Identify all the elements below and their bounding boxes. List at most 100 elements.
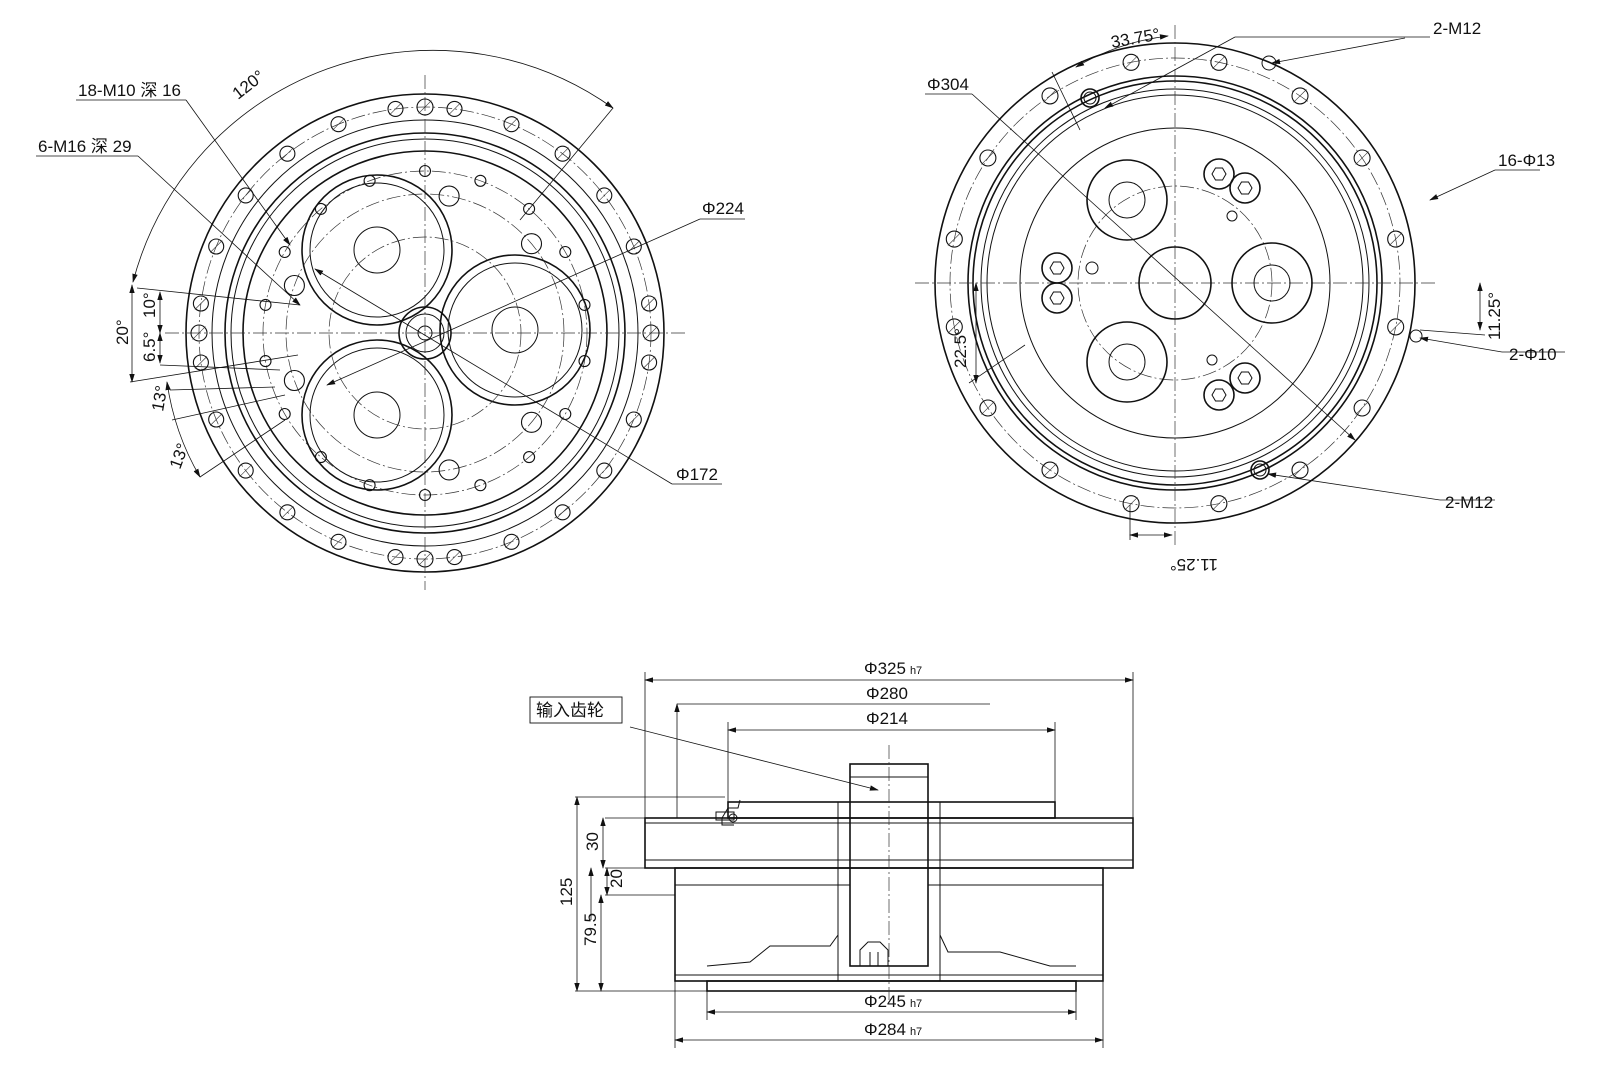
flange-bolt-hole bbox=[641, 354, 658, 371]
flange-bolt-hole bbox=[596, 462, 613, 479]
rear-socket-screws bbox=[1041, 158, 1261, 411]
flange-bolt-hole bbox=[279, 504, 296, 521]
label-d172: Φ172 bbox=[676, 465, 718, 484]
flange-bolt-hole bbox=[387, 100, 404, 117]
flange-through-hole bbox=[979, 149, 997, 167]
flange-through-hole bbox=[1387, 230, 1405, 248]
m10-tap-hole bbox=[278, 407, 291, 421]
m16-tap-hole bbox=[520, 411, 543, 433]
label-d304: Φ304 bbox=[927, 75, 969, 94]
flange-through-hole bbox=[1353, 149, 1371, 167]
flange-bolt-hole bbox=[446, 100, 463, 117]
flange-through-hole bbox=[945, 318, 963, 336]
flange-bolt-hole bbox=[192, 295, 209, 312]
flange-bolt-hole bbox=[641, 295, 658, 312]
rear-bores bbox=[1086, 159, 1313, 403]
flange-through-hole bbox=[979, 399, 997, 417]
label-angle-10: 10° bbox=[140, 292, 159, 318]
label-d214: Φ214 bbox=[866, 709, 908, 728]
rear-view: 2-M12 Φ304 16-Φ13 2-Φ10 2-M12 33.75° 22.… bbox=[915, 19, 1565, 574]
flange-through-hole bbox=[1353, 399, 1371, 417]
front-centerlines bbox=[165, 75, 685, 590]
flange-through-hole bbox=[945, 230, 963, 248]
front-labels: 18-M10 深 16 6-M16 深 29 Φ224 Φ172 120° 20… bbox=[38, 67, 744, 484]
label-height-30: 30 bbox=[583, 832, 602, 851]
flange-through-hole bbox=[1210, 495, 1228, 513]
label-2-m12-top: 2-M12 bbox=[1433, 19, 1481, 38]
flange-bolt-hole bbox=[625, 411, 642, 428]
flange-bolt-hole bbox=[208, 411, 225, 428]
label-angle-22-5: 22.5° bbox=[951, 328, 970, 368]
flange-bolt-hole bbox=[208, 238, 225, 255]
label-angle-13-b: 13° bbox=[166, 441, 193, 472]
flange-pin-hole bbox=[190, 324, 208, 342]
rear-centerlines bbox=[915, 25, 1435, 545]
input-gear-label-box bbox=[529, 696, 623, 724]
front-view: 18-M10 深 16 6-M16 深 29 Φ224 Φ172 120° 20… bbox=[36, 49, 745, 590]
m10-tap-hole bbox=[474, 479, 487, 492]
flange-through-hole bbox=[1291, 87, 1309, 105]
flange-bolt-hole bbox=[330, 116, 347, 133]
flange-bolt-hole bbox=[554, 504, 571, 521]
flange-bolt-hole bbox=[237, 462, 254, 479]
label-height-20: 20 bbox=[607, 869, 626, 888]
flange-through-hole bbox=[1387, 318, 1405, 336]
m10-tap-hole bbox=[259, 298, 272, 311]
label-angle-20: 20° bbox=[113, 319, 132, 345]
flange-through-hole bbox=[1210, 53, 1228, 71]
side-dimension-lines bbox=[574, 672, 1134, 1048]
rear-flange-bolt-holes bbox=[945, 53, 1405, 513]
rear-dimension-lines bbox=[925, 34, 1565, 540]
flange-pin-hole bbox=[416, 550, 434, 568]
front-gears bbox=[301, 174, 591, 491]
flange-through-hole bbox=[1041, 461, 1059, 479]
label-height-79-5: 79.5 bbox=[581, 913, 600, 946]
flange-bolt-hole bbox=[279, 145, 296, 162]
rear-special-holes bbox=[1080, 55, 1423, 480]
m10-tap-hole bbox=[278, 245, 291, 259]
label-6-m16: 6-M16 深 29 bbox=[38, 137, 132, 156]
label-angle-11-25-right: 11.25° bbox=[1485, 292, 1504, 340]
label-angle-13-a: 13° bbox=[148, 384, 171, 413]
front-dimension-lines bbox=[36, 49, 745, 485]
flange-through-hole bbox=[1122, 495, 1140, 513]
flange-bolt-hole bbox=[503, 533, 520, 550]
m10-tap-hole bbox=[418, 488, 432, 502]
flange-bolt-hole bbox=[554, 145, 571, 162]
flange-through-hole bbox=[1041, 87, 1059, 105]
m16-tap-hole bbox=[283, 369, 305, 392]
label-height-125: 125 bbox=[557, 878, 576, 906]
flange-pin-hole bbox=[642, 324, 660, 342]
flange-through-hole bbox=[1122, 53, 1140, 71]
label-angle-120: 120° bbox=[229, 67, 268, 104]
flange-bolt-hole bbox=[446, 549, 463, 566]
m10-tap-hole bbox=[578, 298, 591, 311]
label-angle-6-5: 6.5° bbox=[140, 332, 159, 362]
flange-bolt-hole bbox=[503, 116, 520, 133]
label-input-gear: 输入齿轮 bbox=[536, 701, 604, 720]
m10-tap-hole bbox=[523, 451, 536, 464]
label-18-m10: 18-M10 深 16 bbox=[78, 81, 181, 100]
label-2-m12-bottom: 2-M12 bbox=[1445, 493, 1493, 512]
label-angle-11-25-bottom: 11.25° bbox=[1170, 555, 1218, 574]
rear-labels: 2-M12 Φ304 16-Φ13 2-Φ10 2-M12 33.75° 22.… bbox=[927, 19, 1557, 574]
label-d224: Φ224 bbox=[702, 199, 744, 218]
label-angle-33-75: 33.75° bbox=[1109, 25, 1161, 52]
label-d280: Φ280 bbox=[866, 684, 908, 703]
label-2-d10: 2-Φ10 bbox=[1509, 345, 1557, 364]
m16-tap-hole bbox=[438, 459, 460, 481]
flange-bolt-hole bbox=[596, 187, 613, 204]
flange-bolt-hole bbox=[192, 354, 209, 371]
m10-tap-hole bbox=[363, 479, 376, 492]
flange-bolt-hole bbox=[387, 549, 404, 566]
flange-through-hole bbox=[1291, 461, 1309, 479]
m10-tap-hole bbox=[578, 355, 591, 368]
label-16-d13: 16-Φ13 bbox=[1498, 151, 1555, 170]
flange-bolt-hole bbox=[330, 533, 347, 550]
